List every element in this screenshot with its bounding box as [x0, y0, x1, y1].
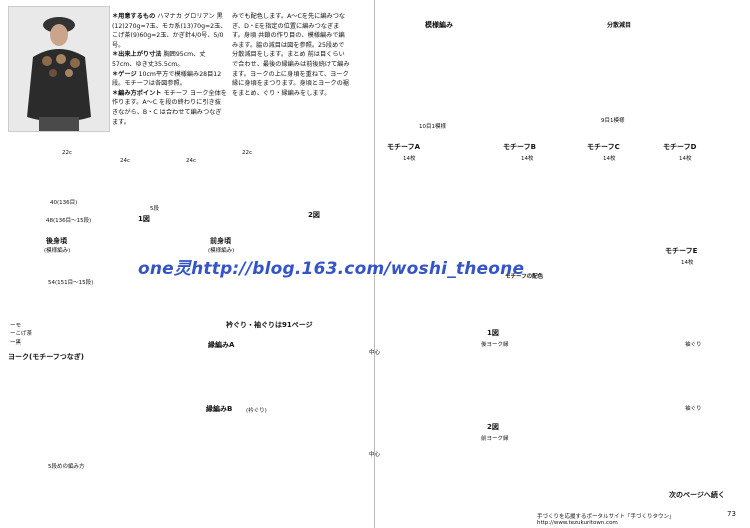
front-bodice-label: 前身頃 [210, 237, 231, 245]
model-photo [8, 6, 110, 132]
howto-text: モチーフ ヨーク全体を作ります。A〜C を段の終わりに引き抜きながら、B・C は… [112, 89, 227, 126]
motif-e-name: モチーフE [665, 247, 698, 255]
gauge-text: 10cm平方で模様編み28目12段。モチーフは各図参照。 [112, 70, 222, 88]
decrease-note: 9目1模様 [601, 118, 625, 124]
dim-back-side: 24c [120, 158, 131, 164]
dim-front-top: 22c [242, 150, 253, 156]
watermark-text: one灵http://blog.163.com/woshi_theone [138, 259, 525, 279]
sleeve-label-2: 袖ぐり [685, 406, 702, 412]
fig2-sub: 前ヨーク縁 [481, 436, 509, 442]
center-label-1: 中心 [369, 350, 381, 356]
materials-text: ハマナカ グロリアン 黒(12)270g=7玉、モカ系(13)70g=2玉、こげ… [112, 13, 227, 49]
motif-a-name: モチーフA [387, 143, 420, 151]
motif-c-name: モチーフC [587, 143, 620, 151]
edging-b-sub: (衿ぐり) [246, 408, 267, 414]
materials-block: ＊用意するもの ハマナカ グロリアン 黒(12)270g=7玉、モカ系(13)7… [112, 12, 227, 127]
legend-black: ー黒 [10, 339, 22, 346]
motif-c-count: 14枚 [603, 156, 616, 162]
edging-a-label: 縁編みA [208, 341, 235, 349]
size-title: ＊出来上がり寸法 [112, 51, 162, 59]
fig1-sub: 後ヨーク縁 [481, 342, 509, 348]
motif-b-name: モチーフB [503, 143, 536, 151]
model-photo-drawing [9, 7, 109, 131]
motif-colors-label: モチーフの配色 [505, 274, 544, 280]
instructions-text: みでも配色します。A〜Cを先に編みつなぎ、D・Eを指定の位置に編みつなぎます。身… [232, 13, 350, 97]
dim-front-side: 24c [186, 158, 197, 164]
back-bodice-sub: (模様編み) [44, 248, 71, 254]
dim-back-width: 40(136目) [50, 200, 78, 206]
center-label-2: 中心 [369, 452, 381, 458]
pattern-note: 10目1模様 [419, 124, 446, 130]
left-page: ＊用意するもの ハマナカ グロリアン 黒(12)270g=7玉、モカ系(13)7… [8, 6, 350, 470]
motif-b-count: 14枚 [521, 156, 534, 162]
fig2-title: 2図 [487, 423, 499, 431]
edging-b-label: 縁編みB [206, 405, 233, 413]
howto-title: ＊編み方ポイント [112, 89, 162, 97]
legend-brown: ーこげ茶 [10, 331, 33, 338]
materials-title: ＊用意するもの [112, 13, 156, 20]
size-text: 胸囲95cm、丈57cm、ゆき丈35.5cm。 [112, 51, 206, 69]
yoke-label: ヨーク(モチーフつなぎ) [8, 353, 84, 361]
fig1-label: 1図 [138, 215, 150, 223]
instructions-block: みでも配色します。A〜Cを先に編みつなぎ、D・Eを指定の位置に編みつなぎます。身… [232, 12, 350, 98]
next-page-note: 次のページへ続く [669, 491, 725, 499]
dim-back-hem: 54(151目〜15段) [48, 280, 94, 286]
right-page: 模様編み 10目1模様 分散減目 9目1模様 モチーフA 14枚 モチーフB 1… [369, 0, 750, 528]
color-legend: ーモ ーこげ茶 ー黒 [10, 322, 32, 347]
motif-e-count: 14枚 [681, 260, 694, 266]
dim-rows: 5段 [150, 206, 159, 212]
decrease-title: 分散減目 [607, 22, 632, 29]
front-bodice-sub: (模様編み) [208, 248, 235, 254]
motif-a-count: 14枚 [403, 156, 416, 162]
dim-back-row: 48(136目〜15段) [46, 218, 92, 224]
fig1-title: 1図 [487, 329, 499, 337]
motif-d-count: 14枚 [679, 156, 692, 162]
sleeve-label-1: 袖ぐり [685, 342, 702, 348]
page-number: 73 [727, 510, 736, 518]
motif-d-name: モチーフD [663, 143, 697, 151]
pattern-title: 模様編み [425, 21, 453, 29]
gauge-title: ＊ゲージ [112, 70, 137, 78]
yoke-note: 5段めの編み方 [48, 464, 85, 470]
legend-mocha: ーモ [10, 323, 22, 329]
dim-back-top: 22c [62, 150, 73, 156]
fig2-label: 2図 [308, 211, 320, 219]
neck-ref: 衿ぐり・袖ぐりは91ページ [226, 321, 313, 329]
page-footer: 手づくりを応援するポータルサイト「手づくりタウン」http://www.tezu… [537, 514, 675, 526]
back-bodice-label: 後身頃 [46, 237, 67, 245]
